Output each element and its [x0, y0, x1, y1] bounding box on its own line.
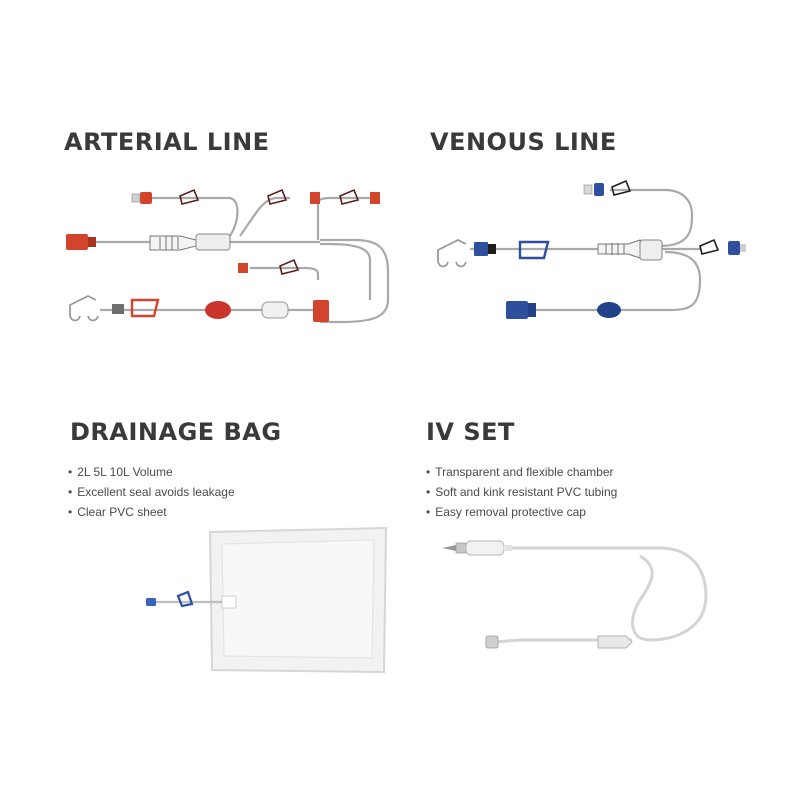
drainage-bag-feature-seal: Excellent seal avoids leakage	[68, 482, 234, 502]
arterial-clamp-icon	[179, 188, 360, 275]
arterial-drip-chamber-icon	[149, 233, 231, 251]
iv-set-spike-icon	[442, 542, 467, 554]
drainage-bag-feature-sheet: Clear PVC sheet	[68, 502, 235, 522]
venous-line-clamp-icon	[518, 240, 550, 260]
drainage-bag-feature-volume: 2L 5L 10L Volume	[68, 462, 235, 482]
iv-set-roller-clamp-icon	[597, 635, 633, 649]
arterial-pressure-pillow-icon	[205, 301, 289, 319]
arterial-line-clamp-icon	[112, 298, 160, 318]
iv-set-features: Transparent and flexible chamber Soft an…	[426, 462, 617, 522]
arterial-connector-icon	[66, 192, 380, 322]
iv-set-drip-chamber-icon	[465, 540, 512, 556]
venous-hook-icon	[437, 238, 467, 268]
iv-set-feature-cap: Easy removal protective cap	[426, 502, 617, 522]
venous-connector-icon	[474, 183, 746, 319]
venous-clamp-icon	[611, 179, 720, 255]
drainage-bag-title: DRAINAGE BAG	[70, 418, 282, 446]
iv-set-tubing-icon	[493, 546, 708, 644]
drainage-bag-icon	[208, 526, 388, 674]
drainage-bag-features: 2L 5L 10L Volume Excellent seal avoids l…	[68, 462, 235, 522]
iv-set-protective-cap-icon	[485, 635, 499, 649]
arterial-line-title: ARTERIAL LINE	[64, 128, 270, 156]
drainage-bag-clamp-icon	[176, 590, 194, 608]
iv-set-feature-tubing: Soft and kink resistant PVC tubing	[426, 482, 617, 502]
venous-drip-chamber-icon	[597, 239, 663, 318]
venous-line-title: VENOUS LINE	[430, 128, 617, 156]
drainage-bag-connector-icon	[146, 598, 156, 606]
iv-set-feature-chamber: Transparent and flexible chamber	[426, 462, 617, 482]
arterial-hook-icon	[69, 294, 99, 322]
iv-set-title: IV SET	[426, 418, 515, 446]
